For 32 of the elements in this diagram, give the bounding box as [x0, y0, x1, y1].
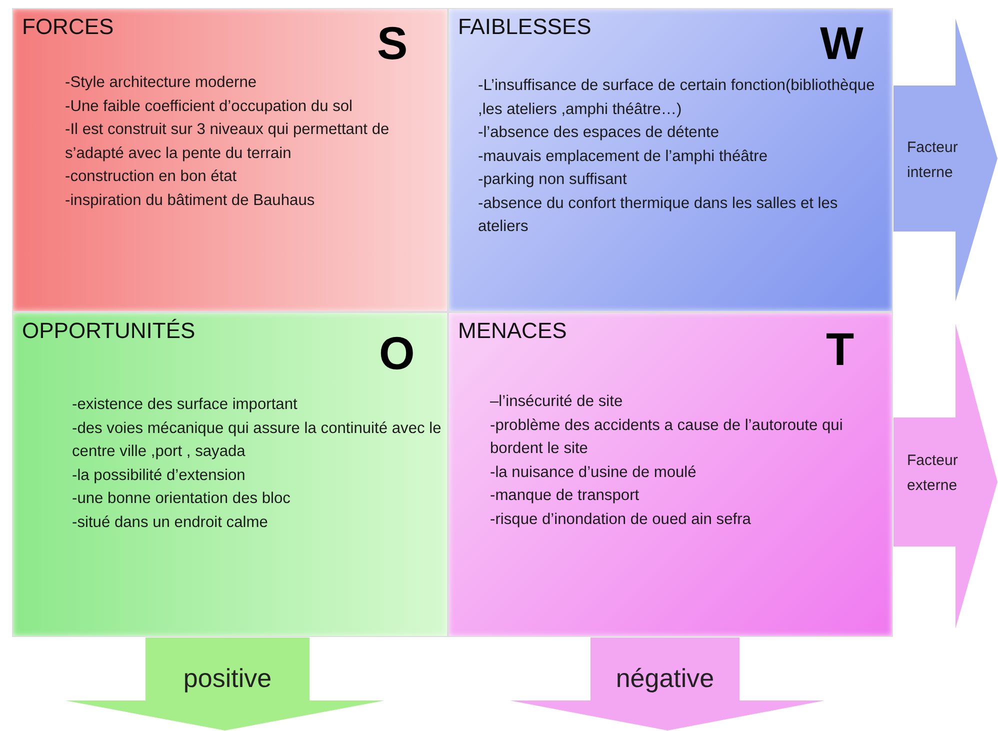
arrow-label: négative: [614, 663, 716, 694]
arrow-label: Facteur interne: [907, 138, 959, 183]
quadrant-heading: OPPORTUNITÉS: [22, 318, 196, 344]
list-item: -problème des accidents a cause de l’autoroute qui bordent le site: [490, 416, 844, 459]
list-item: -L’insuffisance de surface de certain fonction(bibliothèque ,les ateliers ,amphi théâtre…): [478, 76, 876, 120]
list-item: -situé dans un endroit calme: [72, 512, 269, 532]
quadrant-heading: FAIBLESSES: [458, 14, 592, 40]
list-item: -la possibilité d’extension: [72, 466, 246, 486]
quadrant-letter: S: [377, 20, 408, 66]
list-item: -risque d’inondation de oued ain sefra: [490, 510, 752, 530]
list-item: -existence des surface important: [72, 395, 298, 415]
list-item: -l’absence des espaces de détente: [478, 123, 720, 143]
list-item: -Style architecture moderne: [65, 73, 258, 93]
quadrant-letter: T: [826, 326, 854, 372]
list-item: -Il est construit sur 3 niveaux qui permettant de s’adapté avec la pente du terrain: [65, 120, 390, 164]
list-item: -absence du confort thermique dans les salles et les ateliers: [478, 194, 839, 237]
quadrant-letter: W: [820, 20, 864, 66]
list-item: -la nuisance d’usine de moulé: [490, 462, 698, 482]
list-item: -Une faible coefficient d’occupation du sol: [65, 96, 354, 116]
quadrant-letter: O: [379, 330, 415, 376]
list-item: -des voies mécanique qui assure la continuité avec le centre ville ,port , sayada: [72, 418, 442, 462]
list-item: -parking non suffisant: [478, 170, 628, 190]
list-item: –l’insécurité de site: [490, 392, 624, 412]
list-item: -une bonne orientation des bloc: [72, 489, 292, 509]
quadrant-heading: FORCES: [22, 14, 114, 40]
list-item: -inspiration du bâtiment de Bauhaus: [65, 190, 316, 210]
list-item: -mauvais emplacement de l’amphi théâtre: [478, 146, 768, 166]
arrow-label: positive: [182, 663, 273, 694]
quadrant-heading: MENACES: [458, 318, 567, 344]
list-item: -construction en bon état: [65, 167, 238, 187]
list-item: -manque de transport: [490, 486, 640, 506]
arrow-label: Facteur externe: [907, 451, 959, 496]
